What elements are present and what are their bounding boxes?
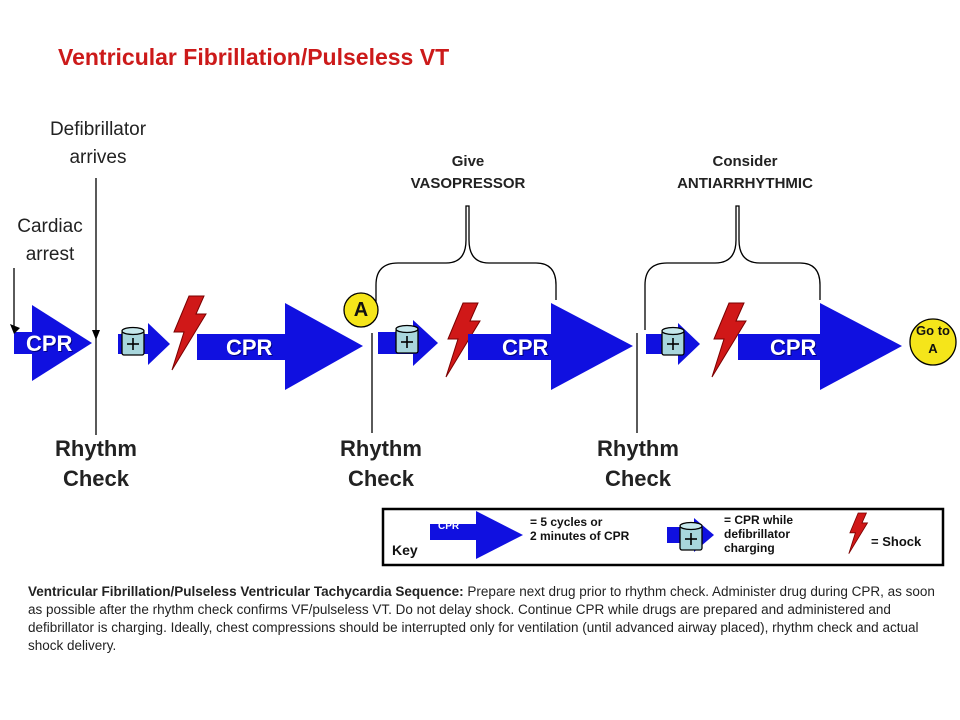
key-cpr-arrow	[430, 511, 523, 559]
page-title: Ventricular Fibrillation/Pulseless VT	[58, 44, 450, 70]
caption-body: Prepare next drug prior to rhythm check.…	[28, 584, 935, 653]
cpr-arrow-1	[197, 303, 363, 390]
caption-heading: Ventricular Fibrillation/Pulseless Ventr…	[28, 584, 464, 599]
defibrillator-charging-icon	[121, 326, 145, 356]
key-cpr-description: = 5 cycles or 2 minutes of CPR	[530, 515, 630, 543]
goto-a-label: Go to A	[916, 323, 950, 356]
goto-a-marker	[909, 318, 957, 366]
cpr-label-3: CPR	[770, 335, 817, 360]
cpr-arrow-3	[738, 303, 902, 390]
cardiac-arrest-label: Cardiac arrest	[17, 216, 83, 265]
cpr-arrow-initial	[14, 305, 92, 381]
defibrillator-arrives-label: Defibrillator arrives	[49, 119, 147, 168]
rhythm-check-label-3: Rhythm Check	[597, 436, 679, 491]
caption: Ventricular Fibrillation/Pulseless Ventr…	[28, 583, 938, 655]
rhythm-check-label-2: Rhythm Check	[340, 436, 422, 491]
cpr-label-1: CPR	[226, 335, 273, 360]
cpr-arrow-2	[468, 303, 633, 390]
rhythm-check-label-1: Rhythm Check	[55, 436, 137, 491]
vasopressor-label: Give VASOPRESSOR	[410, 153, 526, 192]
key-charging-icon	[679, 521, 703, 551]
antiarrhythmic-label: Consider ANTIARRHYTHMIC	[677, 153, 813, 192]
key-charging-description: = CPR while defibrillator charging	[724, 513, 794, 555]
circle-a-label: A	[353, 299, 369, 321]
cpr-label-initial: CPR	[26, 331, 73, 356]
antiarrhythmic-brace	[644, 205, 821, 330]
key-shock-description: = Shock	[871, 534, 922, 549]
cpr-label-2: CPR	[502, 335, 549, 360]
key-shock-icon	[848, 512, 869, 554]
key-label: Key	[392, 542, 418, 558]
circle-a-marker	[343, 292, 379, 328]
defibrillator-charging-icon	[661, 326, 685, 356]
defibrillator-charging-icon	[395, 324, 419, 354]
key-cpr-label: CPR	[438, 521, 460, 532]
vasopressor-brace	[375, 205, 557, 318]
